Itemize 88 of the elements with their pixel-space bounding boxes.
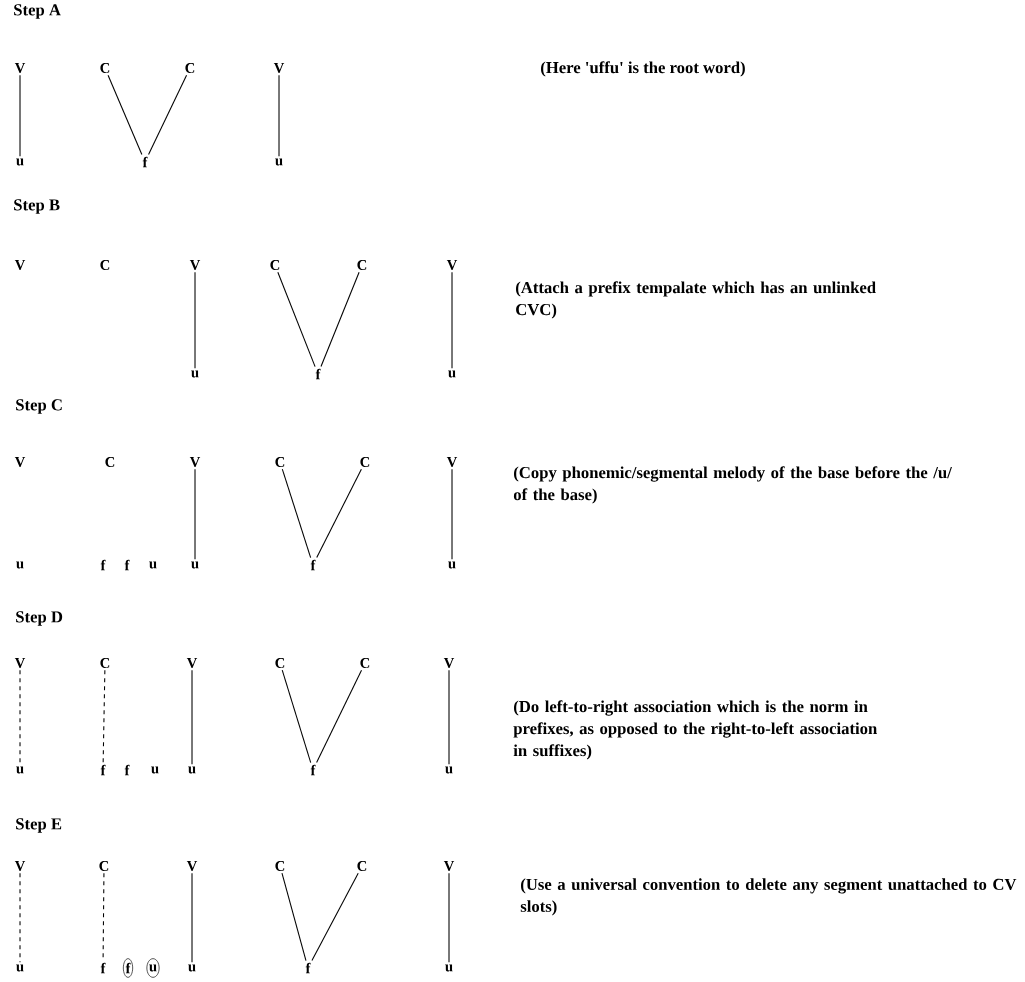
association-line xyxy=(281,872,307,962)
association-line xyxy=(281,468,312,559)
segment-letter: u xyxy=(191,561,199,569)
segment-letter: C xyxy=(357,260,367,270)
segment-letter: u xyxy=(16,964,24,972)
segment-letter: V xyxy=(186,658,198,668)
association-line xyxy=(191,669,193,765)
segment-letter: C xyxy=(360,457,370,467)
segment-letter: f xyxy=(315,368,321,380)
segment-letter: u xyxy=(275,158,283,166)
segment-letter: u xyxy=(16,766,24,774)
segment-letter: C xyxy=(357,861,367,871)
segment-letter: V xyxy=(186,861,198,871)
step-heading: Step E xyxy=(16,818,62,833)
segment-letter: C xyxy=(275,658,285,668)
association-line xyxy=(448,669,450,765)
association-line xyxy=(278,74,280,157)
association-line xyxy=(107,74,143,156)
segment-letter: V xyxy=(443,861,455,871)
segment-letter: u xyxy=(448,370,456,378)
association-line xyxy=(19,669,21,765)
association-line xyxy=(19,872,21,963)
association-line xyxy=(320,271,360,368)
segment-letter: u xyxy=(445,766,453,774)
segment-letter: u xyxy=(448,561,456,569)
segment-letter: f xyxy=(310,764,316,776)
segment-letter: C xyxy=(100,658,110,668)
association-line xyxy=(311,872,359,962)
association-line xyxy=(448,872,450,963)
segment-letter: f xyxy=(124,559,130,571)
segment-letter: u xyxy=(151,766,159,774)
note-text: (Do left-to-right association which is the norm in prefixes, as opposed to the right-to-left association in suffixes) xyxy=(513,700,877,760)
segment-letter: C xyxy=(275,861,285,871)
segment-letter: u xyxy=(188,964,196,972)
association-line xyxy=(194,468,196,560)
circled-letter: u xyxy=(146,958,160,978)
segment-letter: V xyxy=(14,260,26,270)
step-heading: Step A xyxy=(14,4,61,19)
association-line xyxy=(19,74,21,157)
segment-letter: C xyxy=(270,260,280,270)
segment-letter: f xyxy=(100,764,106,776)
segment-letter: u xyxy=(188,766,196,774)
segment-letter: C xyxy=(105,457,115,467)
segment-letter: V xyxy=(189,457,201,467)
step-heading: Step B xyxy=(14,199,60,214)
association-line xyxy=(316,468,362,559)
association-line xyxy=(102,669,106,764)
segment-letter: f xyxy=(142,156,148,168)
segment-letter: V xyxy=(273,63,285,73)
step-heading: Step D xyxy=(16,611,63,626)
segment-letter: V xyxy=(14,861,26,871)
association-line xyxy=(148,74,188,156)
segment-letter: C xyxy=(99,861,109,871)
segment-letter: u xyxy=(16,561,24,569)
step-heading: Step C xyxy=(16,399,62,414)
segment-letter: u xyxy=(445,964,453,972)
segment-letter: V xyxy=(443,658,455,668)
segment-letter: f xyxy=(100,962,106,974)
association-line xyxy=(191,872,193,963)
segment-letter: u xyxy=(149,561,157,569)
segment-letter: f xyxy=(100,559,106,571)
segment-letter: f xyxy=(310,559,316,571)
segment-letter: C xyxy=(100,63,110,73)
circled-letter: f xyxy=(123,958,133,978)
association-line xyxy=(281,669,312,764)
note-text: (Use a universal convention to delete any segment unattached to CV slots) xyxy=(520,878,1017,916)
association-line xyxy=(194,271,196,369)
segment-letter: u xyxy=(16,158,24,166)
association-line xyxy=(277,271,316,368)
segment-letter: V xyxy=(446,260,458,270)
segment-letter: C xyxy=(185,63,195,73)
segment-letter: V xyxy=(14,658,26,668)
segment-letter: f xyxy=(124,764,130,776)
segment-letter: f xyxy=(305,962,311,974)
segment-letter: u xyxy=(191,370,199,378)
segment-letter: V xyxy=(14,63,26,73)
association-line xyxy=(451,271,453,369)
note-text: (Attach a prefix tempalate which has an unlinked CVC) xyxy=(516,281,876,319)
association-line xyxy=(316,669,363,764)
note-text: (Copy phonemic/segmental melody of the base before the /u/ of the base) xyxy=(513,466,952,504)
segment-letter: C xyxy=(275,457,285,467)
segment-letter: V xyxy=(189,260,201,270)
segment-letter: V xyxy=(446,457,458,467)
segment-letter: C xyxy=(360,658,370,668)
segment-letter: C xyxy=(100,260,110,270)
association-line xyxy=(451,468,453,560)
note-text: (Here 'uffu' is the root word) xyxy=(541,61,745,77)
segment-letter: V xyxy=(14,457,26,467)
